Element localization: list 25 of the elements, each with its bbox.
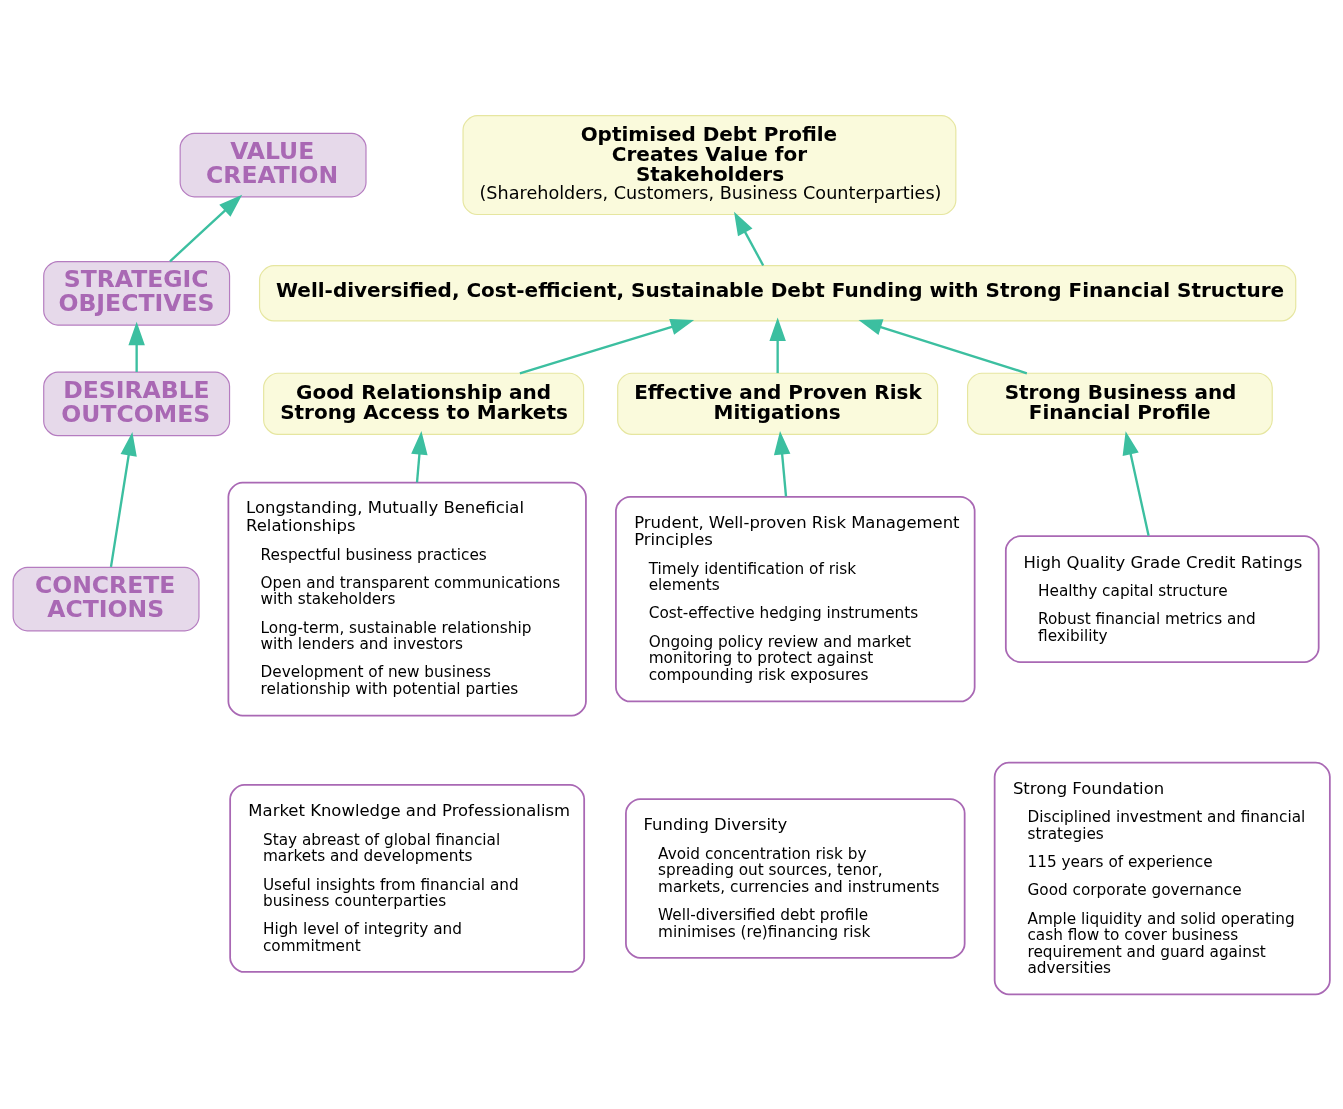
arrow bbox=[128, 321, 145, 372]
arrow bbox=[769, 317, 786, 373]
node-box: DESIRABLE OUTCOMES bbox=[43, 371, 231, 436]
node-box: Strong Foundation Disciplined investment and financial strategies 115 years of experience Good corporate governance Ample liquidity and solid operating cash flow to cover business requirement and guard against adversities bbox=[993, 761, 1331, 995]
node-box: Strong Business and Financial Profile bbox=[967, 372, 1273, 435]
arrow bbox=[773, 430, 791, 496]
arrow bbox=[109, 431, 137, 567]
arrow bbox=[169, 194, 243, 262]
node-box: Prudent, Well-proven Risk Management Principles Timely identification of risk elements Cost-effective hedging instruments Ongoing policy review and market monitoring to protect against compounding risk exposures bbox=[615, 495, 976, 702]
node-box: Good Relationship and Strong Access to Markets bbox=[263, 372, 585, 435]
node-box: STRATEGIC OBJECTIVES bbox=[43, 260, 231, 326]
node-box: Longstanding, Mutually Beneficial Relationships Respectful business practices Open and transparent communications with stakeholders Long-term, sustainable relationship with lenders and investors Development of new business relationship with potential parties bbox=[227, 481, 587, 716]
arrow bbox=[1122, 430, 1150, 536]
arrow bbox=[858, 318, 1028, 374]
node-box: Funding Diversity Avoid concentration risk by spreading out sources, tenor, markets, currencies and instruments Well-diversified debt profile minimises (re)financing risk bbox=[625, 797, 966, 959]
node-box: Optimised Debt Profile Creates Value for Stakeholders (Shareholders, Customers, Business Counterparties) bbox=[462, 114, 957, 215]
node-box: High Quality Grade Credit Ratings Healthy capital structure Robust financial metrics and flexibility bbox=[1004, 534, 1320, 663]
arrow bbox=[519, 318, 695, 374]
node-box: CONCRETE ACTIONS bbox=[12, 566, 200, 631]
arrow bbox=[411, 430, 428, 482]
node-box: Market Knowledge and Professionalism Stay abreast of global financial markets and developments Useful insights from financial and business counterparties High level of integrity and commitment bbox=[229, 783, 586, 973]
node-box: Well-diversified, Cost-efficient, Sustainable Debt Funding with Strong Financial Structure bbox=[258, 264, 1297, 322]
node-box: Effective and Proven Risk Mitigations bbox=[617, 372, 939, 435]
node-box: VALUE CREATION bbox=[179, 132, 367, 197]
arrow bbox=[734, 211, 765, 266]
